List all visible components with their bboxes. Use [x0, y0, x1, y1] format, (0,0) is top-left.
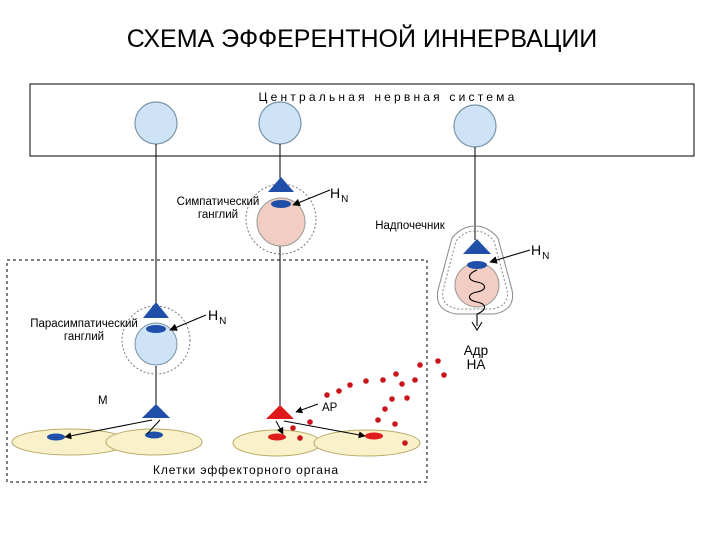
- adrenal-secretory-path: [468, 269, 486, 326]
- hormone-dots: [290, 358, 447, 446]
- adrenal-nicotinic-receptor: [463, 239, 491, 254]
- effector-m-receptor-2: [145, 431, 163, 439]
- diagram-title: СХЕМА ЭФФЕРЕНТНОЙ ИННЕРВАЦИИ: [127, 23, 598, 53]
- ar-arrow-right: [283, 420, 366, 439]
- sympathetic-ganglion-cell: [256, 197, 306, 247]
- adrenergic-label-arrow: [295, 403, 319, 414]
- adrenal-outline-inner: [442, 230, 508, 310]
- sympathetic-terminal-adrenergic-receptor: [266, 405, 294, 419]
- adrenal-output-arrowhead: [471, 321, 483, 332]
- hn-arrow-parasympathetic: [169, 314, 207, 331]
- effector-cell-4: [313, 429, 421, 457]
- sympathetic-ganglion-synapse: [271, 200, 291, 208]
- hn-arrow-adrenal: [489, 249, 531, 264]
- effector-cells-label: Клетки эффекторного органа: [153, 463, 339, 477]
- adrenal-secretion-na: НА: [467, 357, 486, 372]
- parasympathetic-ganglion-label-line2: ганглий: [64, 331, 104, 343]
- parasympathetic-terminal-receptor: [142, 404, 170, 418]
- parasympathetic-ganglion-cell: [134, 322, 178, 366]
- parasympathetic-ganglion-boundary: [121, 305, 191, 375]
- m-arrow-left: [64, 419, 153, 440]
- m-arrow-right-stem: [146, 419, 161, 435]
- cns-neuron-sympathetic: [258, 101, 302, 145]
- adrenal-synapse: [467, 261, 487, 269]
- hn-label-sympathetic: HN: [330, 185, 348, 205]
- cns-neuron-parasympathetic: [134, 101, 178, 145]
- sympathetic-ganglion-nicotinic-receptor: [268, 177, 294, 192]
- adrenal-secretion-adr: Адр: [464, 343, 488, 358]
- adrenal-label: Надпочечник: [375, 220, 446, 232]
- parasympathetic-ganglion-synapse: [146, 325, 166, 333]
- effector-adrenergic-receptor-2: [365, 432, 383, 440]
- hn-label-adrenal: HN: [531, 242, 549, 262]
- peripheral-region: [6, 259, 428, 483]
- adrenergic-label: АР: [322, 402, 338, 414]
- sympathetic-ganglion-label-line1: Симпатический: [177, 196, 260, 208]
- ar-arrow-left: [275, 420, 284, 435]
- muscarinic-label: М: [98, 395, 108, 407]
- adrenal-chromaffin-cell: [454, 262, 500, 308]
- effector-adrenergic-receptor-1: [268, 433, 286, 441]
- cns-label: Центральная нервная система: [259, 90, 518, 104]
- parasympathetic-ganglion-nicotinic-receptor: [143, 302, 169, 318]
- parasympathetic-ganglion-label-line1: Парасимпатический: [30, 318, 138, 330]
- sympathetic-ganglion-label-line2: ганглий: [198, 209, 238, 221]
- effector-m-receptor-1: [47, 433, 65, 441]
- hn-arrow-sympathetic: [292, 189, 331, 206]
- effector-cell-2: [105, 428, 203, 456]
- hn-label-parasympathetic: HN: [208, 307, 226, 327]
- adrenal-outline-outer: [436, 225, 514, 315]
- cns-neuron-adrenal: [453, 104, 497, 148]
